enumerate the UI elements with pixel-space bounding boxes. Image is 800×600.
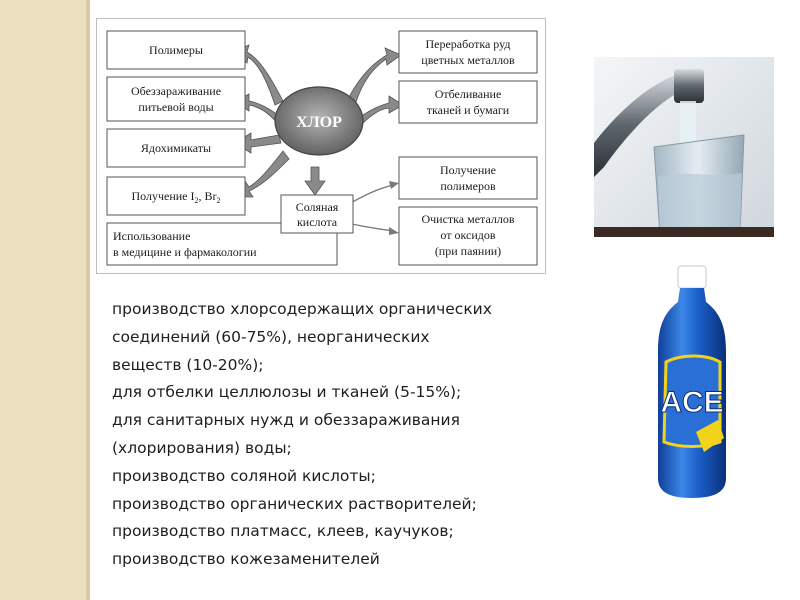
svg-text:Полимеры: Полимеры [149,43,203,57]
svg-text:питьевой воды: питьевой воды [138,100,213,114]
bottle-brand: ACE [660,386,723,419]
box-hydrochloric-acid: Соляная кислота [280,194,354,234]
box-bleaching: Отбеливание тканей и бумаги [398,80,538,124]
arrow-to-acid [304,166,326,196]
chlorine-label: ХЛОР [296,114,342,131]
uses-line: (хлорирования) воды; [112,438,292,457]
svg-text:Очистка металлов: Очистка металлов [421,212,514,226]
arrows-right [304,47,404,196]
svg-text:в медицине и фармакологии: в медицине и фармакологии [113,245,257,259]
diagram-svg: ХЛОР Полимеры Обеззараживание питьевой в… [106,30,538,266]
bottle-cap [677,265,707,289]
faucet-pipe [594,73,690,177]
svg-text:Переработка руд: Переработка руд [425,37,510,51]
svg-text:полимеров: полимеров [440,179,496,193]
svg-text:Отбеливание: Отбеливание [435,87,502,101]
box-disinfection: Обеззараживание питьевой воды [106,76,246,122]
svg-text:Получение: Получение [440,163,496,177]
strip-edge [86,0,90,600]
svg-text:Ядохимикаты: Ядохимикаты [141,141,211,155]
uses-line: производство органических растворителей; [112,494,477,513]
uses-line: веществ (10-20%); [112,355,264,374]
uses-line: соединений (60-75%), неорганических [112,327,430,346]
chlorine-uses-diagram: ХЛОР Полимеры Обеззараживание питьевой в… [96,18,546,274]
box-metal-cleaning: Очистка металлов от оксидов (при паянии) [398,206,538,266]
svg-text:тканей и бумаги: тканей и бумаги [427,103,510,117]
svg-text:от оксидов: от оксидов [440,228,495,242]
box-iodine-bromine: Получение I2, Br2 [106,176,246,216]
svg-text:Соляная: Соляная [296,200,339,214]
bleach-bottle-photo: ACE [632,262,752,502]
tap-water-photo [594,57,774,237]
uses-line: производство платмасс, клеев, каучуков; [112,522,454,541]
arrow-to-ore [346,47,402,106]
tap-water-svg [594,57,774,237]
left-decorative-strip [0,0,90,600]
bleach-bottle-svg: ACE [658,265,726,498]
uses-line: производство кожезаменителей [112,550,380,569]
bottle-label [662,354,722,448]
svg-text:Получение I2, Br2: Получение I2, Br2 [131,189,220,205]
chlorine-oval [274,86,364,156]
uses-line: производство соляной кислоты; [112,466,376,485]
uses-line: для отбелки целлюлозы и тканей (5-15%); [112,383,462,402]
svg-text:кислота: кислота [297,215,338,229]
label-badge [696,420,724,452]
arrow-to-bleaching [356,95,404,126]
uses-list: производство хлорсодержащих органических… [112,296,602,574]
svg-text:цветных металлов: цветных металлов [421,53,515,67]
glass-water [658,173,742,235]
uses-line: для санитарных нужд и обеззараживания [112,411,460,430]
svg-text:Обеззараживание: Обеззараживание [131,84,221,98]
svg-text:(при паянии): (при паянии) [435,244,501,258]
table-edge [594,227,774,237]
box-pesticides: Ядохимикаты [106,128,246,168]
box-ore-processing: Переработка руд цветных металлов [398,30,538,74]
svg-text:Использование: Использование [113,229,190,243]
box-polymer-production: Получение полимеров [398,156,538,200]
faucet-head [674,69,704,103]
uses-line: производство хлорсодержащих органических [112,300,492,318]
box-polymers: Полимеры [106,30,246,70]
